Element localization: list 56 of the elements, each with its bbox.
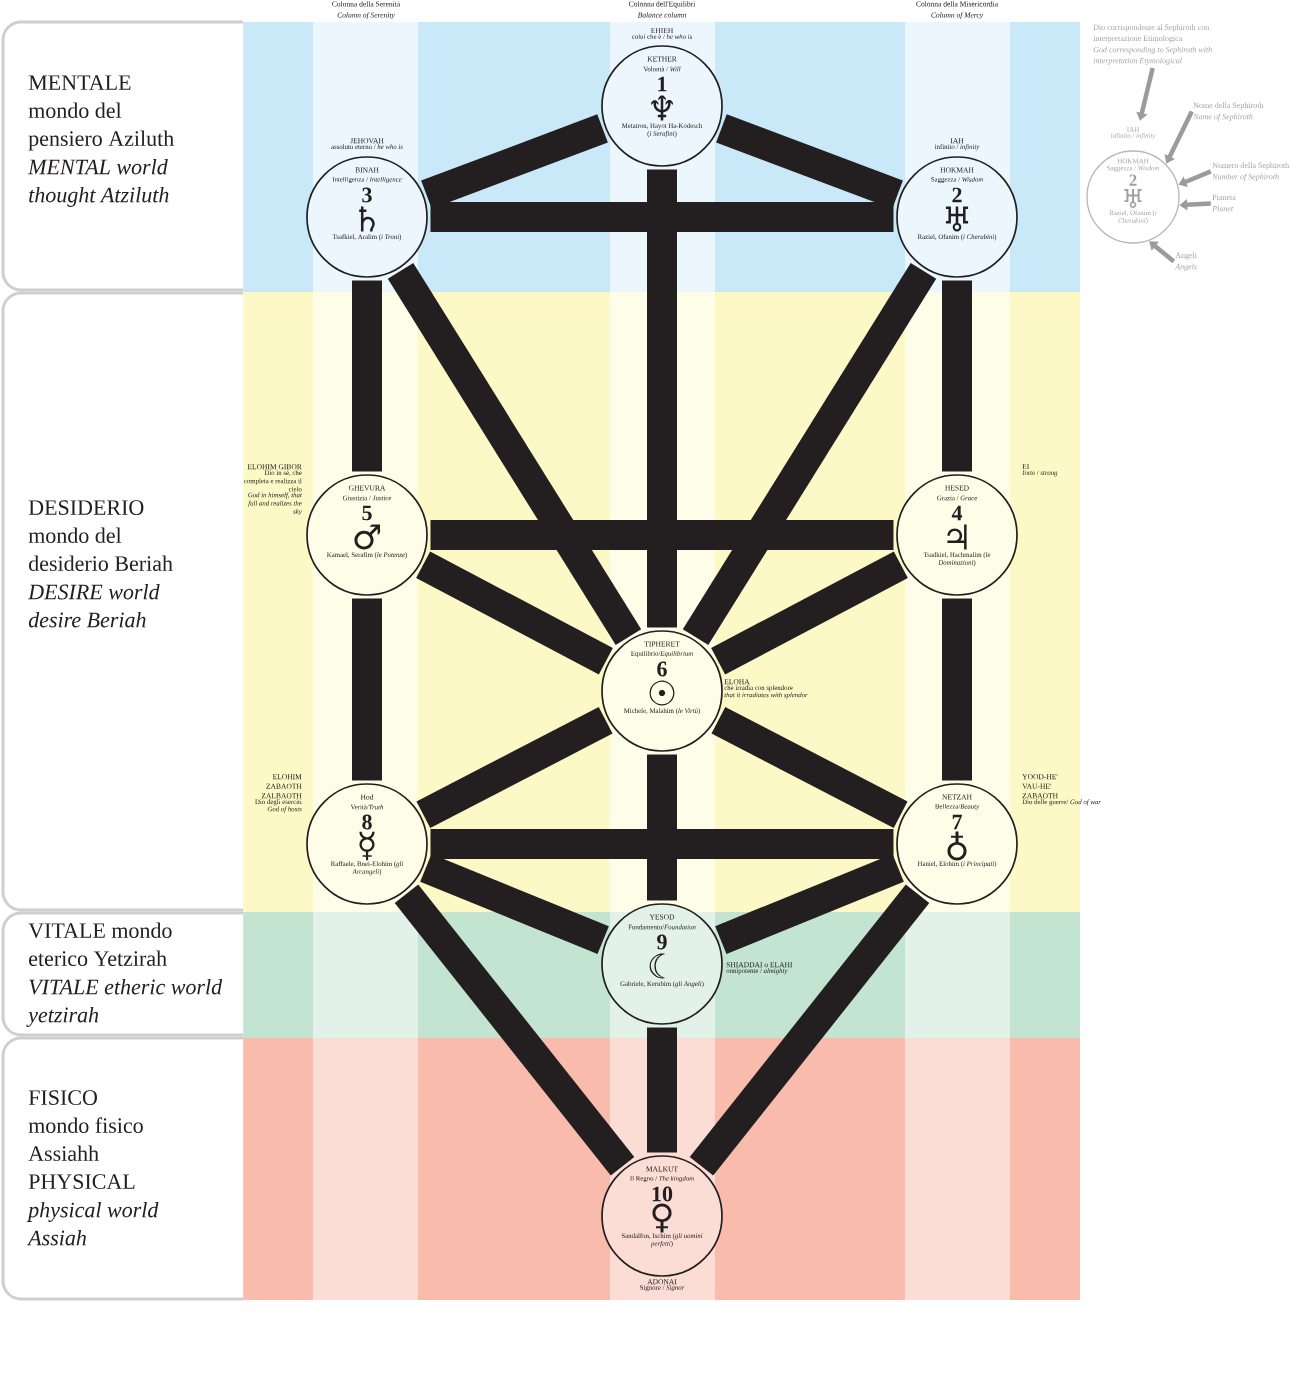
- sephira-number: 8: [362, 814, 372, 830]
- connecting-path: [352, 598, 382, 781]
- sephira-number: 1: [658, 76, 667, 92]
- sephira-number: 4: [951, 505, 963, 521]
- world-label-translation: DESIRE world desire Beriah: [27, 583, 160, 628]
- arrow: [1136, 67, 1155, 121]
- world-label: VITALE mondo eterico Yetzirah: [28, 922, 172, 966]
- connecting-path: [430, 202, 894, 232]
- planet-symbol: ☾: [649, 953, 666, 979]
- key-note-translation: Number of Sephiroth: [1212, 173, 1279, 181]
- key-note-translation: God corresponding to Sephiroth with interpretation Etymological: [1093, 46, 1212, 65]
- key-note: Pianeta: [1212, 194, 1236, 200]
- sephira-number: 10: [652, 1186, 673, 1202]
- sephira-number: 3: [362, 187, 372, 203]
- connecting-path: [942, 280, 972, 472]
- connecting-path: [715, 854, 904, 954]
- connecting-path: [394, 884, 635, 1176]
- arrow: [1164, 110, 1194, 164]
- connecting-path: [942, 598, 972, 781]
- connecting-path: [689, 884, 930, 1176]
- planet-symbol: ♂: [354, 524, 380, 550]
- sephira-number: 9: [657, 934, 667, 950]
- world-label: MENTALE mondo del pensiero Aziluth: [28, 75, 174, 151]
- planet-symbol: ♅: [1124, 189, 1142, 209]
- planet-symbol: ♃: [947, 524, 967, 550]
- key-note: Nome della Sephiroth: [1193, 102, 1264, 110]
- key-note-translation: Angels: [1174, 263, 1197, 271]
- key-note-translation: Name of Sephiroth: [1193, 113, 1253, 121]
- connecting-path: [430, 829, 894, 859]
- planet-symbol: ♁: [947, 831, 967, 861]
- sephira-number: 6: [657, 661, 667, 677]
- key-note: Angeli: [1175, 252, 1197, 260]
- key-note: Dio corrispondente al Sephiroth con interpretazione Etimologica: [1093, 24, 1210, 43]
- sephira-number: 2: [1129, 174, 1137, 186]
- planet-symbol: ☿: [359, 831, 375, 861]
- world-label: DESIDERIO mondo del desiderio Beriah: [28, 500, 173, 571]
- sephira-number: 2: [952, 187, 962, 203]
- world-label-translation: MENTAL world thought Atziluth: [27, 158, 169, 207]
- connecting-path: [647, 754, 677, 901]
- connecting-path: [430, 520, 894, 550]
- connecting-path: [420, 854, 609, 954]
- sephira-number: 5: [362, 505, 372, 521]
- world-label-translation: VITALE etheric world yetzirah: [26, 978, 223, 1027]
- connecting-path: [352, 280, 382, 472]
- planet-symbol: ♄: [359, 206, 375, 232]
- world-label-translation: physical world Assiah: [26, 1201, 159, 1246]
- connecting-path: [711, 706, 908, 829]
- key-note: Numero della Sephiroth: [1212, 162, 1289, 170]
- connecting-path: [416, 706, 613, 829]
- planet-symbol: ♅: [945, 206, 969, 232]
- planet-symbol: ♆: [651, 95, 673, 121]
- sephira-number: 7: [952, 814, 962, 830]
- key-note-translation: Planet: [1212, 205, 1234, 212]
- planet-symbol: ♀: [652, 1203, 672, 1233]
- planet-symbol: ☉: [649, 680, 675, 706]
- arrow: [1149, 241, 1176, 264]
